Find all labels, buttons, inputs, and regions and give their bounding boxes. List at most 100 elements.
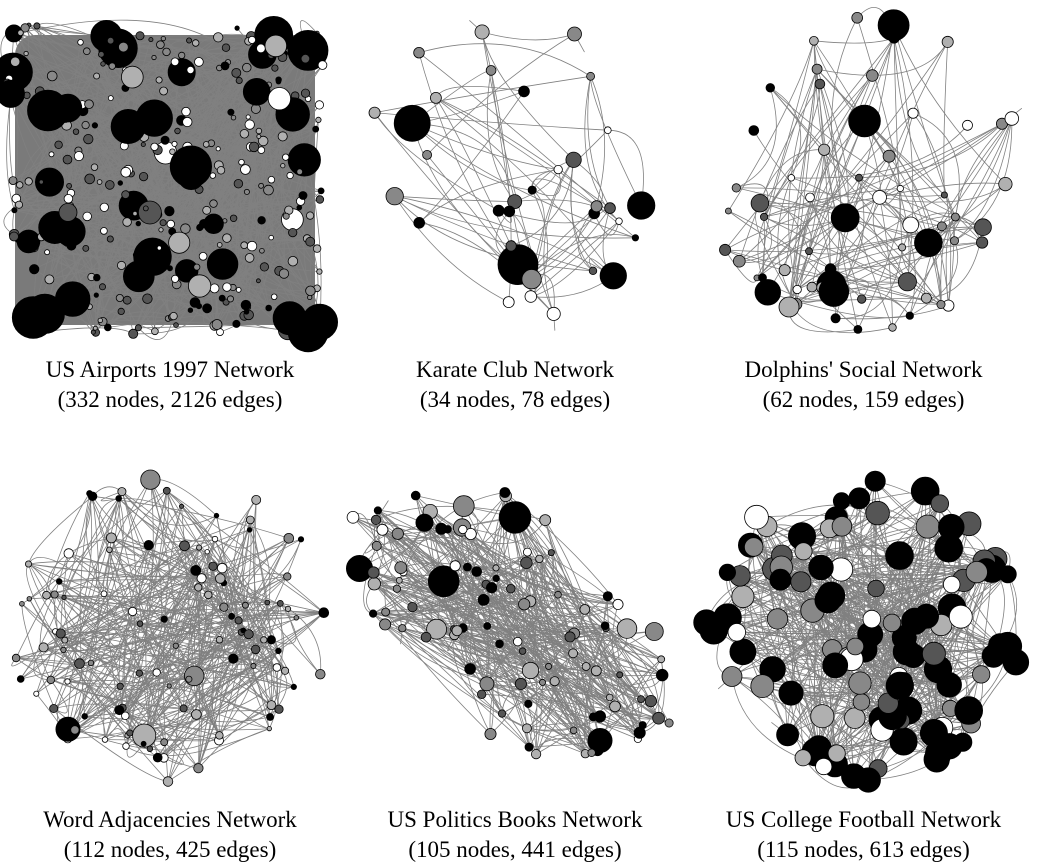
us-politics-books-title: US Politics Books Network — [387, 807, 643, 832]
edge — [305, 610, 324, 614]
nodes-group — [345, 487, 674, 760]
network-node — [9, 231, 19, 242]
network-node — [256, 43, 266, 54]
network-node — [11, 653, 21, 663]
network-node — [81, 713, 88, 720]
edge — [51, 38, 164, 77]
edge — [739, 217, 846, 263]
network-node — [258, 182, 265, 189]
dolphins-title: Dolphins' Social Network — [744, 357, 983, 382]
edge — [118, 498, 216, 542]
network-node — [242, 78, 271, 106]
network-node — [106, 37, 115, 45]
network-node — [637, 695, 645, 704]
network-node — [90, 329, 96, 335]
edge — [39, 594, 55, 681]
network-node — [226, 295, 234, 303]
network-node — [502, 296, 515, 309]
network-node — [518, 598, 531, 611]
edge — [63, 597, 190, 680]
network-node — [171, 140, 178, 147]
network-node — [485, 65, 497, 76]
edge — [795, 149, 825, 305]
edge — [788, 68, 818, 290]
edge — [103, 685, 121, 740]
edge — [121, 491, 220, 736]
network-node — [732, 254, 746, 268]
network-node — [66, 240, 77, 251]
network-node — [50, 590, 59, 599]
network-node — [915, 514, 940, 539]
edge — [273, 572, 288, 577]
network-node — [962, 119, 973, 131]
network-node — [300, 88, 311, 98]
edge — [893, 37, 914, 282]
network-node — [215, 146, 221, 152]
edge — [20, 602, 268, 680]
network-node — [115, 495, 122, 502]
network-node — [603, 126, 612, 134]
edge — [394, 195, 594, 272]
network-node — [128, 328, 139, 339]
network-node — [218, 294, 226, 302]
edge — [418, 91, 525, 224]
edge — [54, 594, 121, 687]
network-node — [524, 699, 533, 708]
edge — [28, 598, 169, 782]
network-node — [24, 177, 33, 186]
network-node — [902, 216, 920, 234]
edge — [33, 647, 51, 681]
edge — [150, 479, 220, 640]
network-node — [70, 725, 80, 735]
network-node — [106, 235, 114, 243]
edge — [412, 588, 512, 611]
edge — [95, 207, 128, 301]
network-node — [275, 647, 282, 655]
edge — [67, 479, 151, 730]
network-node — [17, 29, 24, 36]
edge — [385, 611, 530, 748]
edge — [373, 588, 512, 621]
network-node — [393, 104, 431, 142]
network-node — [305, 236, 316, 247]
edge — [394, 195, 509, 303]
edge — [864, 120, 942, 305]
network-node — [627, 191, 656, 220]
network-node — [644, 622, 664, 641]
edge — [184, 545, 254, 667]
edge — [788, 306, 858, 333]
edge — [781, 555, 900, 677]
network-node — [38, 179, 44, 185]
network-node — [196, 573, 207, 584]
edge — [491, 587, 619, 618]
edge — [796, 242, 929, 290]
network-node — [250, 662, 257, 669]
edge — [103, 538, 302, 595]
network-node — [794, 749, 812, 767]
network-node — [943, 575, 961, 594]
edge — [462, 627, 639, 740]
network-node — [62, 154, 73, 165]
network-node — [776, 723, 799, 747]
us-airports-caption: US Airports 1997 Network (332 nodes, 212… — [0, 355, 340, 415]
edge — [764, 123, 1003, 218]
network-node — [93, 72, 100, 80]
edge — [219, 273, 285, 333]
network-node — [117, 260, 127, 270]
network-node — [283, 572, 292, 581]
network-node — [731, 585, 755, 609]
network-node — [814, 78, 826, 90]
edge — [46, 493, 90, 596]
network-node — [38, 642, 49, 653]
network-node — [248, 141, 260, 153]
edge — [67, 650, 279, 740]
network-node — [209, 283, 220, 294]
network-node — [587, 748, 596, 757]
network-node — [16, 181, 24, 189]
network-node — [286, 171, 294, 180]
edge — [163, 602, 268, 743]
us-airports-stats: (332 nodes, 2126 edges) — [57, 387, 283, 412]
network-node — [919, 718, 948, 747]
network-node — [512, 636, 523, 647]
network-node — [202, 205, 212, 215]
